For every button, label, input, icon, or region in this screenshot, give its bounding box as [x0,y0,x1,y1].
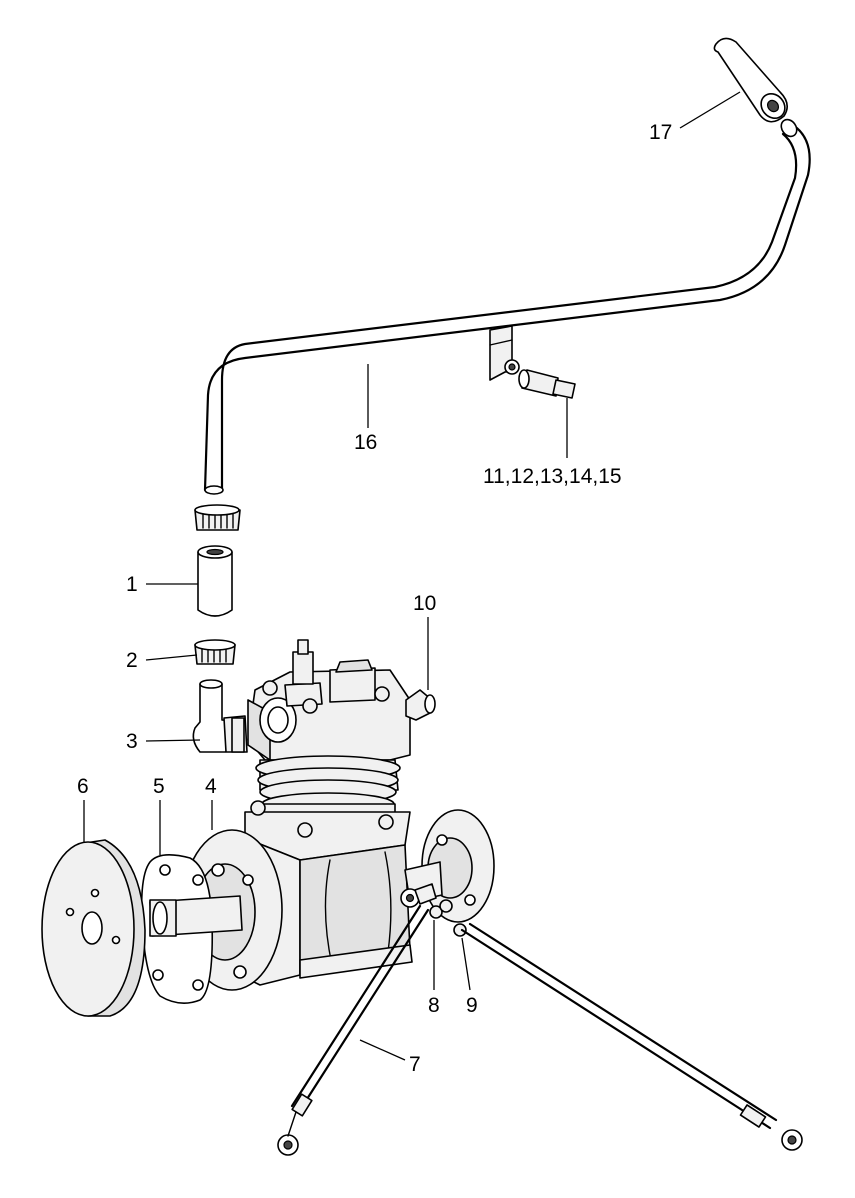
callout-1: 1 [126,573,138,596]
part-3-elbow-fitting [192,679,248,753]
callout-7: 7 [409,1053,421,1076]
callout-11-15: 11,12,13,14,15 [483,465,622,488]
callout-17: 17 [649,121,673,144]
compressor-head [247,639,436,761]
part-17-hose [713,37,788,123]
part-8-9-fittings [400,883,467,937]
part-7-tubes [277,904,803,1156]
part-16-pipe [203,118,811,495]
part-6-pulley [41,839,146,1017]
part-11-15-clamp-bolt [489,325,576,399]
callout-9: 9 [466,994,478,1017]
leader-lines [83,91,741,1061]
callout-5: 5 [153,775,165,798]
callout-10: 10 [413,592,437,615]
callout-2: 2 [126,649,138,672]
callout-8: 8 [428,994,440,1017]
callout-16: 16 [354,431,378,454]
callout-3: 3 [126,730,138,753]
compressor-right-cover [404,809,495,923]
drive-shaft-nut [149,895,243,937]
callout-4: 4 [205,775,217,798]
part-1-hose-sleeve [197,545,233,617]
callout-6: 6 [77,775,89,798]
part-2-spring-clip [194,639,236,665]
spring-clip-upper [194,504,241,531]
